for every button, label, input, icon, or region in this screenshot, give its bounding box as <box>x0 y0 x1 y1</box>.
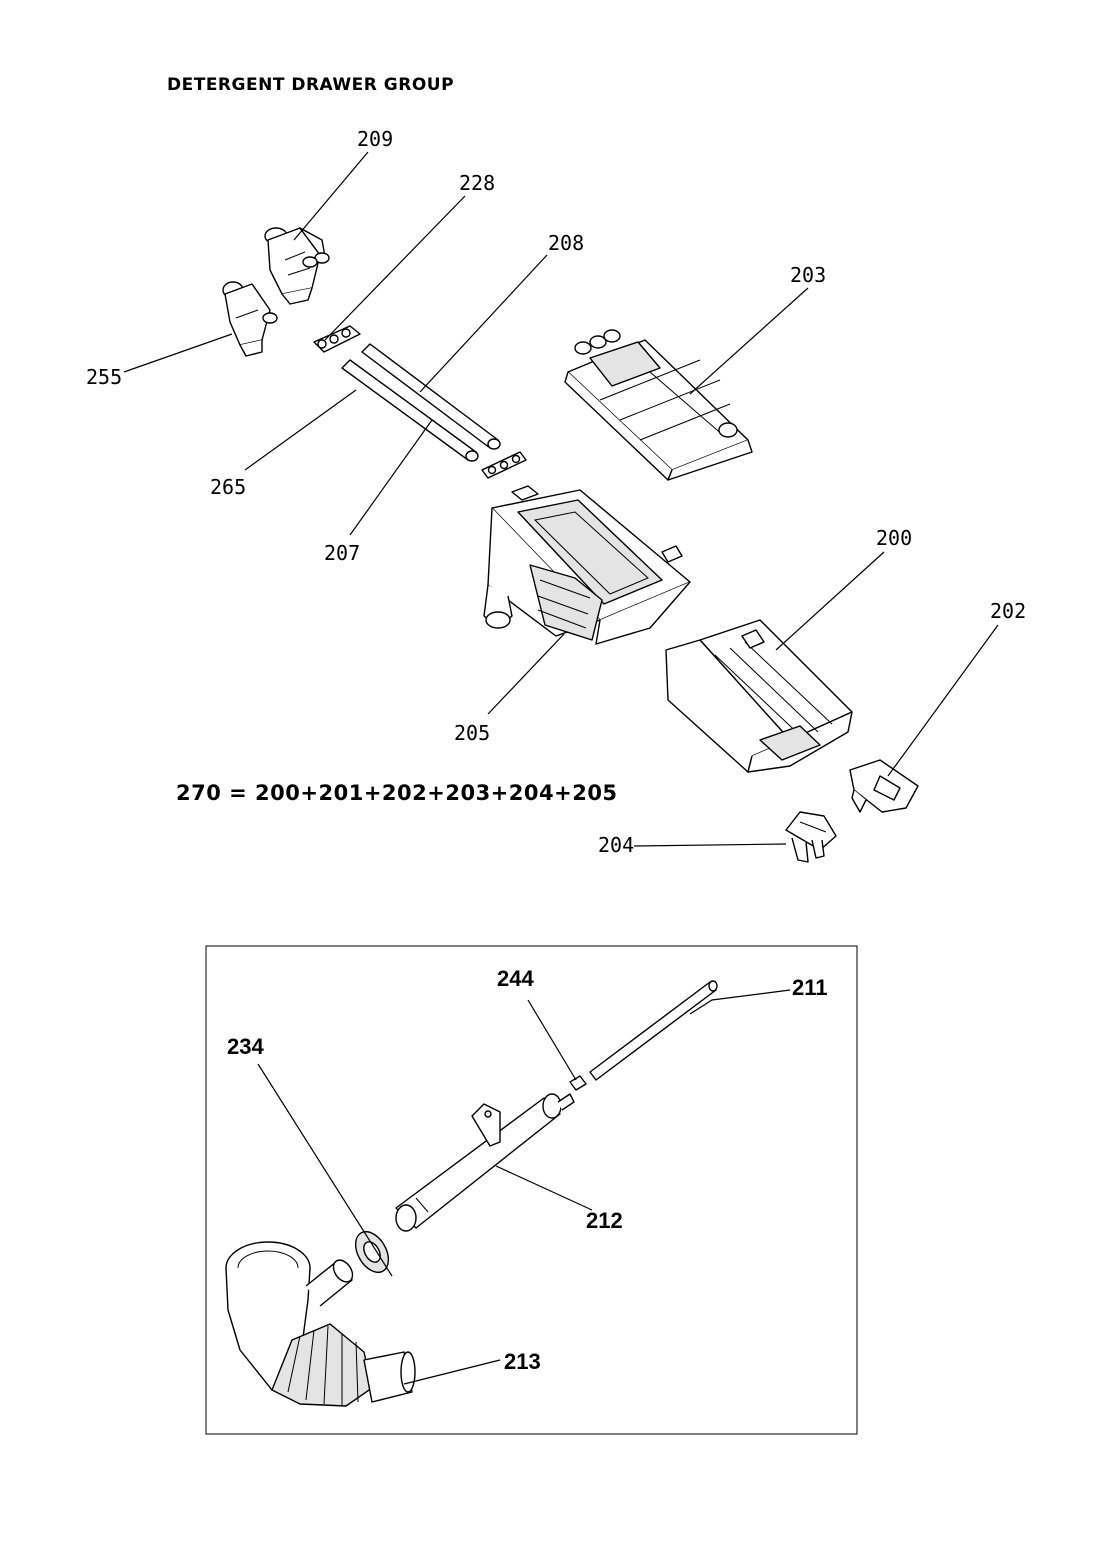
upper-part-labels: 209 228 208 203 255 265 207 205 200 202 … <box>86 127 1026 857</box>
label-228: 228 <box>459 171 495 195</box>
lower-diagram-frame <box>205 945 858 1435</box>
part-211-drawing <box>589 980 718 1081</box>
part-200-drawing <box>665 619 853 773</box>
part-255-drawing <box>222 281 278 357</box>
part-202-drawing <box>849 759 919 813</box>
part-212-drawing <box>395 1093 575 1232</box>
part-213-drawing <box>225 1241 416 1407</box>
part-209-drawing <box>264 227 330 305</box>
label-204: 204 <box>598 833 634 857</box>
part-205-drawing <box>483 485 691 645</box>
diagram-title: DETERGENT DRAWER GROUP <box>167 75 455 95</box>
upper-leader-lines <box>123 151 999 847</box>
label-202: 202 <box>990 599 1026 623</box>
assembly-formula: 270 = 200+201+202+203+204+205 <box>176 781 618 805</box>
part-207-hose-drawing <box>361 343 501 450</box>
part-244-drawing <box>569 1075 587 1091</box>
label-234: 234 <box>227 1034 264 1059</box>
label-207: 207 <box>324 541 360 565</box>
lower-leader-lines <box>257 989 791 1385</box>
part-228-drawing <box>313 325 361 353</box>
part-203-drawing <box>564 329 753 481</box>
hose-clip-drawing <box>481 451 527 479</box>
part-204-drawing <box>785 811 837 863</box>
label-205: 205 <box>454 721 490 745</box>
label-208: 208 <box>548 231 584 255</box>
label-200: 200 <box>876 526 912 550</box>
label-212: 212 <box>586 1208 623 1233</box>
lower-part-labels: 244 211 234 212 213 <box>227 966 828 1374</box>
label-255: 255 <box>86 365 122 389</box>
label-211: 211 <box>792 975 828 1000</box>
label-265: 265 <box>210 475 246 499</box>
part-234-drawing <box>354 1231 390 1273</box>
label-209: 209 <box>357 127 393 151</box>
label-244: 244 <box>497 966 534 991</box>
label-203: 203 <box>790 263 826 287</box>
label-213: 213 <box>504 1349 541 1374</box>
